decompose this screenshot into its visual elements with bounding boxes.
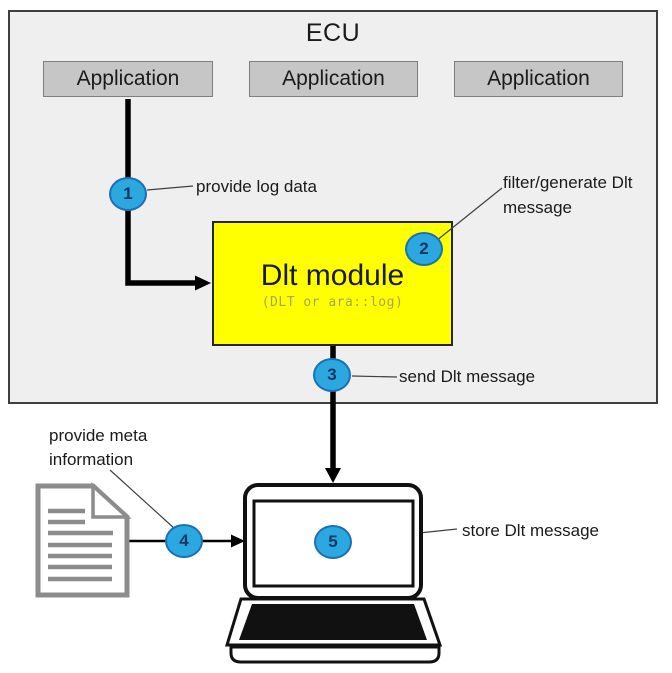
application-label-3: Application xyxy=(487,67,590,90)
step-label-send-dlt-message: send Dlt message xyxy=(399,367,536,386)
connector-step4-label xyxy=(109,469,176,530)
step-label-provide-log-data: provide log data xyxy=(196,177,317,196)
step-number-5: 5 xyxy=(328,532,338,551)
step-number-1: 1 xyxy=(123,184,133,203)
step-label-store-dlt-message: store Dlt message xyxy=(462,521,599,540)
ecu-title: ECU xyxy=(305,19,361,47)
step-circle-5: 5 xyxy=(314,525,352,559)
step-label-provide-meta-information: provide meta information xyxy=(49,426,148,469)
step-circle-1: 1 xyxy=(109,177,147,211)
step-label-filter-generate-dlt-message: filter/generate Dlt message xyxy=(503,173,633,217)
application-label-2: Application xyxy=(282,67,385,90)
dlt-module-subtitle: (DLT or ara::log) xyxy=(261,295,404,310)
document-icon xyxy=(35,482,132,598)
step-number-4: 4 xyxy=(179,531,189,550)
document-fold xyxy=(91,482,132,519)
dlt-module-title: Dlt module xyxy=(260,259,405,292)
laptop-keyboard xyxy=(239,604,427,640)
document-page xyxy=(35,483,130,598)
step-number-2: 2 xyxy=(419,239,429,258)
arrowhead-doc-to-laptop xyxy=(231,534,245,548)
step-circle-2: 2 xyxy=(405,232,443,266)
application-label-1: Application xyxy=(76,67,180,90)
laptop-icon xyxy=(224,483,443,664)
step-circle-3: 3 xyxy=(313,358,351,392)
step-circle-4: 4 xyxy=(165,524,203,558)
application-box-3: Application xyxy=(454,61,623,97)
application-box-2: Application xyxy=(249,61,418,97)
connector-step5-label xyxy=(351,528,458,541)
laptop-keyboard-deck xyxy=(224,597,443,647)
application-box-1: Application xyxy=(43,61,213,97)
laptop-base xyxy=(229,645,441,664)
step-number-3: 3 xyxy=(327,365,337,384)
arrowhead-dlt-to-laptop xyxy=(325,468,341,483)
